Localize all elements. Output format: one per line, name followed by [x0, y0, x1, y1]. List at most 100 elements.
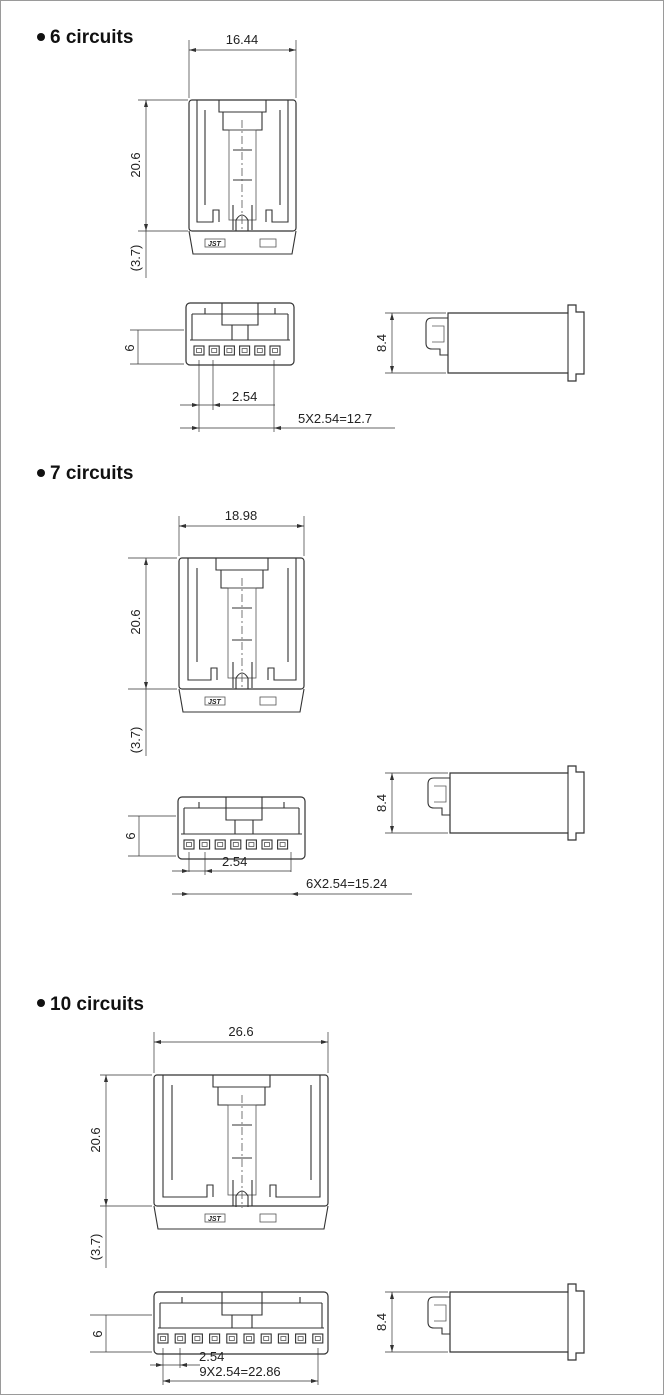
- terminal-slot: [263, 1336, 270, 1341]
- pitch-label: 2.54: [199, 1349, 224, 1364]
- front-dimensions: 6 2.54 9X2.54=22.86: [90, 1314, 319, 1385]
- terminal-slot: [226, 348, 233, 353]
- bullet-icon: [37, 469, 45, 477]
- terminal-cavity: [226, 1333, 238, 1344]
- terminal-slot: [228, 1336, 235, 1341]
- terminal-slot: [201, 842, 208, 847]
- terminal-cavity: [230, 839, 242, 850]
- protrusion-label: (3.7): [88, 1234, 103, 1261]
- terminal-cavity: [277, 1333, 289, 1344]
- section-6-circuits: 6 circuits JST 16.44: [37, 27, 585, 432]
- jst-logo: JST: [208, 241, 222, 248]
- top-view: JST: [178, 557, 305, 713]
- terminal-cavity: [183, 839, 195, 850]
- top-view: JST: [153, 1074, 329, 1230]
- front-view: [185, 302, 295, 366]
- height-label: 20.6: [88, 1127, 103, 1152]
- front-view-10: [153, 1291, 329, 1355]
- terminal-cavity: [191, 1333, 203, 1344]
- section-title: 6 circuits: [50, 27, 133, 48]
- terminal-cavity: [214, 839, 226, 850]
- terminal-cavity: [254, 345, 266, 356]
- terminal-cavity: [209, 1333, 221, 1344]
- terminal-cavity: [260, 1333, 272, 1344]
- terminal-cavity: [239, 345, 251, 356]
- side-view: 8.4: [374, 765, 585, 841]
- span-label: 6X2.54=15.24: [306, 876, 387, 891]
- terminal-slot: [211, 348, 218, 353]
- top-view: JST: [188, 99, 297, 255]
- bullet-icon: [37, 33, 45, 41]
- front-dimensions: 6 2.54 6X2.54=15.24: [123, 815, 412, 896]
- span-label: 5X2.54=12.7: [298, 411, 372, 426]
- terminal-slot: [194, 1336, 201, 1341]
- terminal-slot: [217, 842, 224, 847]
- height-dimension: 20.6 (3.7): [88, 1074, 152, 1268]
- terminal-slot: [232, 842, 239, 847]
- terminal-cavity: [295, 1333, 307, 1344]
- terminal-slot: [241, 348, 248, 353]
- terminal-cavity: [277, 839, 289, 850]
- terminal-slot: [160, 1336, 166, 1341]
- front-height-label: 6: [90, 1330, 105, 1337]
- protrusion-label: (3.7): [128, 727, 143, 754]
- pitch-label: 2.54: [232, 389, 257, 404]
- terminal-cavities: [193, 345, 281, 356]
- terminal-cavity: [261, 839, 273, 850]
- section-title: 10 circuits: [50, 994, 144, 1015]
- terminal-slot: [256, 348, 263, 353]
- terminal-slot: [264, 842, 270, 847]
- terminal-cavity: [174, 1333, 186, 1344]
- terminal-slot: [297, 1336, 304, 1341]
- terminal-cavity: [199, 839, 211, 850]
- terminal-cavities: [183, 839, 289, 850]
- terminal-slot: [248, 842, 255, 847]
- front-view: [177, 796, 306, 860]
- terminal-cavity: [243, 1333, 255, 1344]
- width-dimension: 16.44: [188, 32, 297, 98]
- width-dimension: 18.98: [178, 508, 305, 556]
- side-view: 8.4: [374, 304, 585, 382]
- terminal-slot: [272, 348, 278, 353]
- terminal-cavity: [193, 345, 205, 356]
- terminal-slot: [196, 348, 202, 353]
- terminal-cavity: [223, 345, 235, 356]
- width-dimension: 26.6: [153, 1024, 329, 1073]
- height-label: 20.6: [128, 609, 143, 634]
- terminal-cavity: [157, 1333, 169, 1344]
- height-label: 20.6: [128, 152, 143, 177]
- height-dimension: 20.6 (3.7): [128, 99, 188, 278]
- terminal-slot: [211, 1336, 218, 1341]
- terminal-slot: [186, 842, 192, 847]
- terminal-cavity: [245, 839, 257, 850]
- side-view: 8.4: [374, 1283, 585, 1361]
- width-label: 18.98: [225, 508, 258, 523]
- terminal-slot: [280, 1336, 287, 1341]
- section-title: 7 circuits: [50, 463, 133, 484]
- section-7-circuits: 7 circuits JST 18.98: [37, 463, 585, 896]
- terminal-slot: [177, 1336, 184, 1341]
- jst-logo: JST: [208, 1216, 222, 1223]
- side-height-label: 8.4: [374, 794, 389, 812]
- width-label: 26.6: [228, 1024, 253, 1039]
- side-height-label: 8.4: [374, 334, 389, 352]
- side-height-label: 8.4: [374, 1313, 389, 1331]
- bullet-icon: [37, 999, 45, 1007]
- protrusion-label: (3.7): [128, 245, 143, 272]
- terminal-cavity: [208, 345, 220, 356]
- span-label: 9X2.54=22.86: [199, 1364, 280, 1379]
- front-height-label: 6: [123, 832, 138, 839]
- height-dimension: 20.6 (3.7): [128, 557, 177, 756]
- terminal-slot: [314, 1336, 321, 1341]
- terminal-cavity: [312, 1333, 324, 1344]
- terminal-slot: [246, 1336, 252, 1341]
- front-dimensions: 6 2.54 5X2.54=12.7: [122, 329, 395, 432]
- front-height-label: 6: [122, 344, 137, 351]
- jst-logo: JST: [208, 699, 222, 706]
- width-label: 16.44: [226, 32, 259, 47]
- pitch-label: 2.54: [222, 854, 247, 869]
- section-10-circuits: 10 circuits JST 26.6: [37, 994, 585, 1385]
- terminal-slot: [279, 842, 286, 847]
